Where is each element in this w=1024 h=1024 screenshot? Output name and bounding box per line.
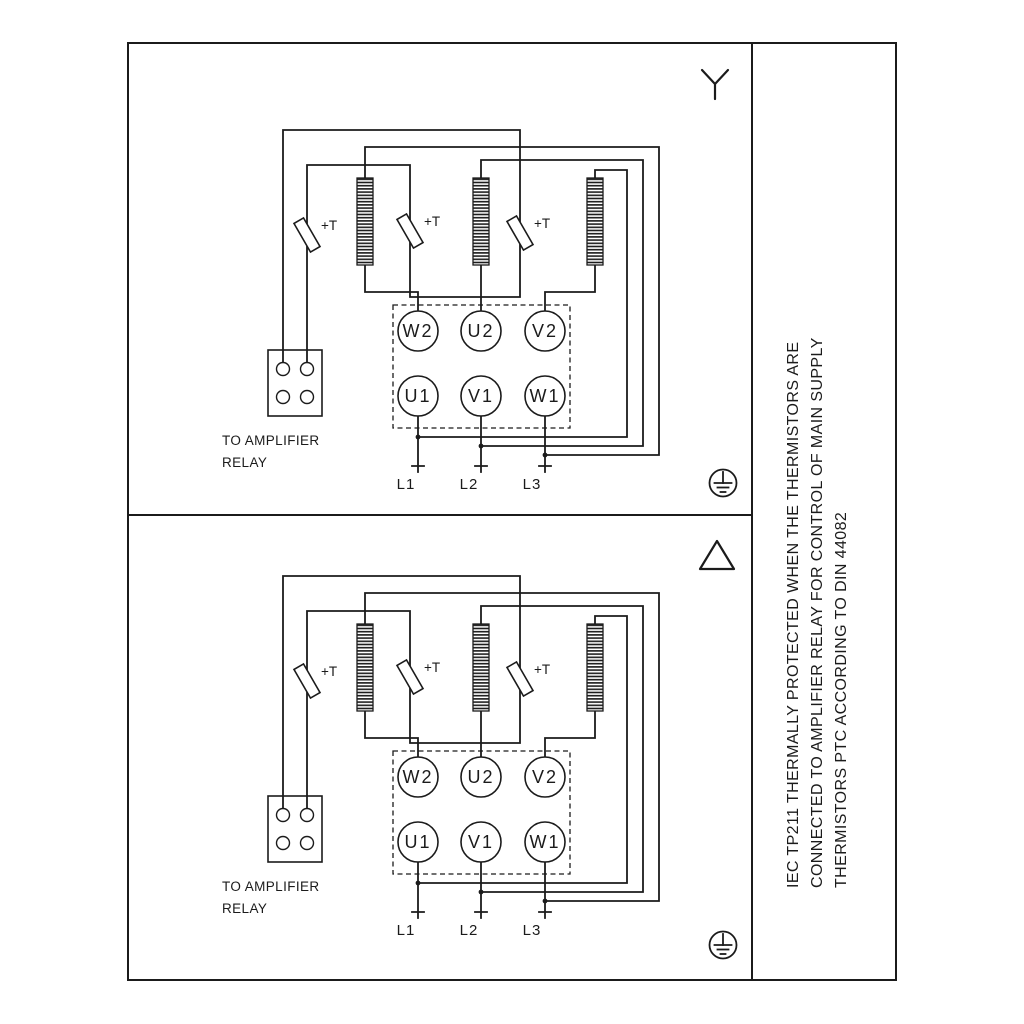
terminal-label: W2 (403, 321, 434, 341)
supply-label-l3: L3 (523, 922, 542, 939)
relay-terminal (299, 835, 315, 851)
junction-dot (415, 880, 421, 886)
terminal-label: V2 (532, 767, 558, 787)
supply-line-l1-wire (411, 861, 425, 919)
terminal-u1 (397, 821, 439, 863)
terminal-board (392, 304, 571, 429)
panel-star: +T +T +T TO AMPLIFIER RELAY W2 U2 V2 U1 … (222, 129, 660, 493)
thermistor-label: +T (321, 218, 337, 233)
winding3-supply-loop-wire (417, 615, 628, 884)
terminal-label: W1 (530, 386, 561, 406)
terminal-v1 (460, 821, 502, 863)
terminal-label: U1 (404, 832, 431, 852)
thermistor-label: +T (424, 660, 440, 675)
terminal-label: U2 (467, 767, 494, 787)
thermistor-icon (293, 663, 321, 699)
terminal-label: W2 (403, 767, 434, 787)
supply-line-l3-wire (538, 415, 552, 473)
junction-dot (478, 443, 484, 449)
thermistor-icon (506, 215, 534, 251)
terminal-w2 (397, 310, 439, 352)
terminal-w1 (524, 821, 566, 863)
terminal-label: U1 (404, 386, 431, 406)
supply-line-l1-wire (411, 415, 425, 473)
relay-terminal (275, 389, 291, 405)
motor-winding-coil (586, 623, 604, 712)
thermistor-circuit-wire (282, 575, 521, 809)
winding2-supply-loop-wire (480, 605, 644, 893)
relay-terminal (275, 361, 291, 377)
side-note: IEC TP211 THERMALLY PROTECTED WHEN THE T… (785, 337, 850, 888)
terminal-label: V1 (468, 386, 494, 406)
supply-label-l2: L2 (460, 922, 479, 939)
relay-caption-line: RELAY (222, 901, 267, 916)
winding2-supply-loop-wire (480, 159, 644, 447)
winding3-terminal-wire (544, 264, 596, 312)
earth-ground-icon (708, 930, 738, 960)
panel-delta: +T +T +T TO AMPLIFIER RELAY W2 U2 V2 U1 … (222, 575, 660, 939)
thermistor-circuit-wire (282, 129, 521, 363)
diagram-border (127, 42, 897, 981)
supply-label-l3: L3 (523, 476, 542, 493)
thermistor-label: +T (534, 662, 550, 677)
supply-line-l3-wire (538, 861, 552, 919)
side-note-line: IEC TP211 THERMALLY PROTECTED WHEN THE T… (785, 342, 802, 888)
relay-caption-line: TO AMPLIFIER (222, 433, 320, 448)
supply-label-l1: L1 (397, 476, 416, 493)
motor-winding-coil (586, 177, 604, 266)
relay-terminal (299, 807, 315, 823)
supply-label-l1: L1 (397, 922, 416, 939)
terminal-label: V2 (532, 321, 558, 341)
motor-winding-coil (356, 177, 374, 266)
star-connection-icon (700, 68, 730, 101)
terminal-u2 (460, 756, 502, 798)
relay-terminal (299, 389, 315, 405)
relay-caption-line: TO AMPLIFIER (222, 879, 320, 894)
thermistor-label: +T (321, 664, 337, 679)
side-note-line: CONNECTED TO AMPLIFIER RELAY FOR CONTROL… (809, 337, 826, 888)
motor-winding-coil (356, 623, 374, 712)
terminal-w2 (397, 756, 439, 798)
relay-terminal (299, 361, 315, 377)
relay-terminal-box (267, 795, 323, 863)
terminal-label: W1 (530, 832, 561, 852)
side-note-line: THERMISTORS PTC ACCORDING TO DIN 44082 (833, 512, 850, 888)
winding1-terminal-wire (364, 264, 419, 312)
terminal-board (392, 750, 571, 875)
thermistor-icon (396, 659, 424, 695)
supply-label-l2: L2 (460, 476, 479, 493)
terminal-label: V1 (468, 832, 494, 852)
relay-terminal (275, 807, 291, 823)
thermistor-label: +T (534, 216, 550, 231)
thermistor-label: +T (424, 214, 440, 229)
junction-dot (542, 898, 548, 904)
relay-terminal (275, 835, 291, 851)
earth-ground-icon (708, 468, 738, 498)
winding1-terminal-wire (364, 710, 419, 758)
terminal-w1 (524, 375, 566, 417)
junction-dot (542, 452, 548, 458)
motor-winding-coil (472, 623, 490, 712)
terminal-v2 (524, 756, 566, 798)
junction-dot (415, 434, 421, 440)
relay-terminal-box (267, 349, 323, 417)
winding1-supply-loop-wire (364, 592, 660, 902)
terminal-v1 (460, 375, 502, 417)
terminal-v2 (524, 310, 566, 352)
terminal-u1 (397, 375, 439, 417)
winding3-terminal-wire (544, 710, 596, 758)
winding1-supply-loop-wire (364, 146, 660, 456)
motor-winding-coil (472, 177, 490, 266)
terminal-label: U2 (467, 321, 494, 341)
thermistor-icon (293, 217, 321, 253)
terminal-u2 (460, 310, 502, 352)
thermistor-icon (506, 661, 534, 697)
delta-connection-icon (698, 539, 736, 571)
winding3-supply-loop-wire (417, 169, 628, 438)
thermistor-icon (396, 213, 424, 249)
relay-caption-line: RELAY (222, 455, 267, 470)
junction-dot (478, 889, 484, 895)
